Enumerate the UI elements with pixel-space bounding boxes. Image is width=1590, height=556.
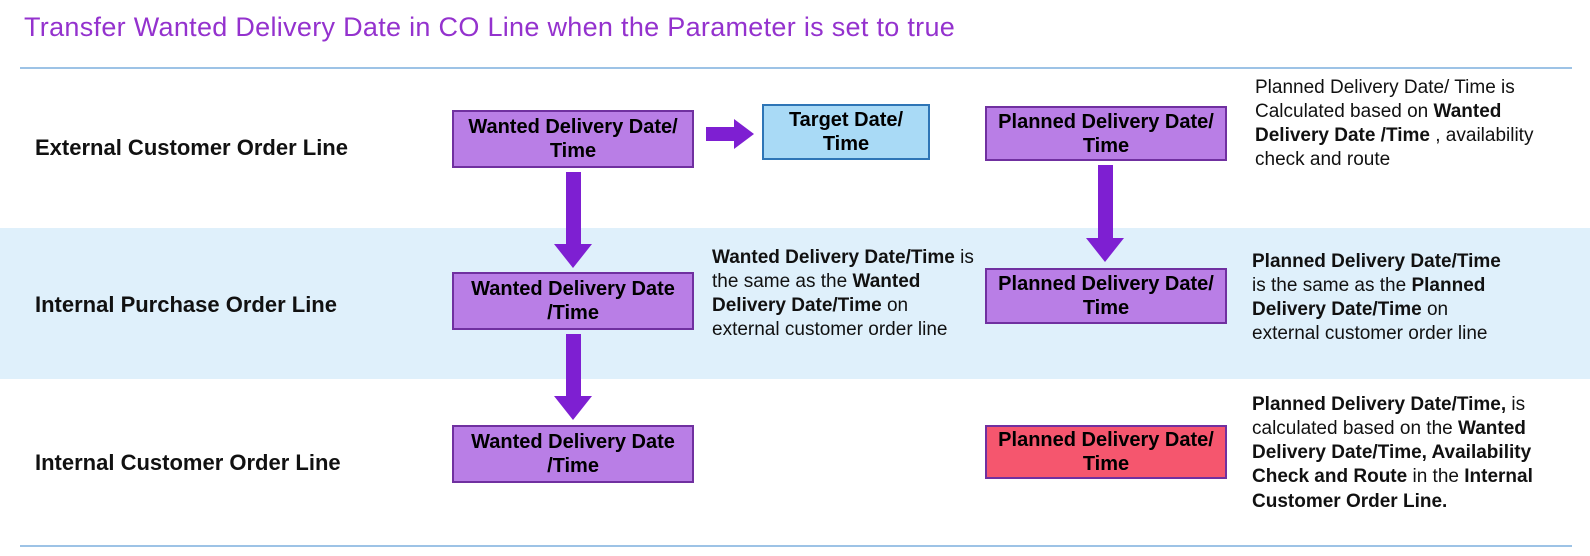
right-arrow-head (734, 119, 754, 149)
down-arrow-icon-wanted-1 (554, 172, 592, 268)
row-label-external-customer-order-line: External Customer Order Line (35, 135, 348, 160)
down-arrow-icon-planned (1086, 165, 1124, 262)
note-segment: Wanted Delivery Date/Time (712, 247, 955, 268)
note-segment: is calculated based on the (1252, 394, 1526, 440)
note-segment: Wanted Delivery Date/Time, Availability … (1252, 418, 1532, 488)
note-segment: , availability check and route (1255, 125, 1534, 171)
note-segment: Planned Delivery Date/Time (1252, 251, 1501, 272)
box-planned-delivery-ipo: Planned Delivery Date/ Time (985, 268, 1227, 324)
box-wanted-delivery-ico: Wanted Delivery Date /Time (452, 425, 694, 483)
down-arrow-head (554, 396, 592, 420)
note-segment: in the (1407, 466, 1465, 488)
row-label-internal-purchase-order-line: Internal Purchase Order Line (35, 292, 337, 317)
down-arrow-head (1086, 238, 1124, 262)
note-segment: on external customer order line (1252, 299, 1488, 345)
note-planned-ico: Planned Delivery Date/Time, is calculate… (1252, 393, 1548, 514)
note-segment: on external customer order line (712, 295, 948, 341)
down-arrow-head (554, 244, 592, 268)
right-arrow-icon (706, 119, 754, 149)
note-segment: is the same as the (712, 247, 974, 293)
box-target-date: Target Date/ Time (762, 104, 930, 160)
down-arrow-shaft (565, 334, 581, 396)
note-wanted-ipo: Wanted Delivery Date/Time is the same as… (712, 246, 980, 343)
box-wanted-delivery-ipo: Wanted Delivery Date /Time (452, 272, 694, 330)
row-label-internal-customer-order-line: Internal Customer Order Line (35, 450, 341, 475)
bottom-divider (20, 545, 1572, 547)
box-wanted-delivery-external: Wanted Delivery Date/ Time (452, 110, 694, 168)
box-planned-delivery-ico: Planned Delivery Date/ Time (985, 425, 1227, 479)
note-segment: Planned Delivery Date/Time (1252, 275, 1486, 321)
page-title: Transfer Wanted Delivery Date in CO Line… (24, 12, 956, 42)
down-arrow-shaft (565, 172, 581, 244)
right-arrow-shaft (706, 127, 734, 141)
box-planned-delivery-external: Planned Delivery Date/ Time (985, 106, 1227, 161)
top-divider (20, 67, 1572, 69)
down-arrow-shaft (1097, 165, 1113, 238)
internal-purchase-row-band (0, 228, 1590, 379)
note-planned-external: Planned Delivery Date/ Time is Calculate… (1255, 76, 1555, 173)
down-arrow-icon-wanted-2 (554, 334, 592, 420)
note-segment: is the same as the (1252, 275, 1412, 297)
note-segment: Planned Delivery Date/Time, (1252, 394, 1507, 415)
note-segment: Wanted Delivery Date/Time (712, 271, 921, 317)
note-segment: Wanted Delivery Date /Time (1255, 101, 1502, 147)
note-segment: Internal Customer Order Line. (1252, 466, 1533, 512)
note-planned-ipo: Planned Delivery Date/Time is the same a… (1252, 250, 1504, 347)
note-segment: Planned Delivery Date/ Time is Calculate… (1255, 77, 1515, 123)
